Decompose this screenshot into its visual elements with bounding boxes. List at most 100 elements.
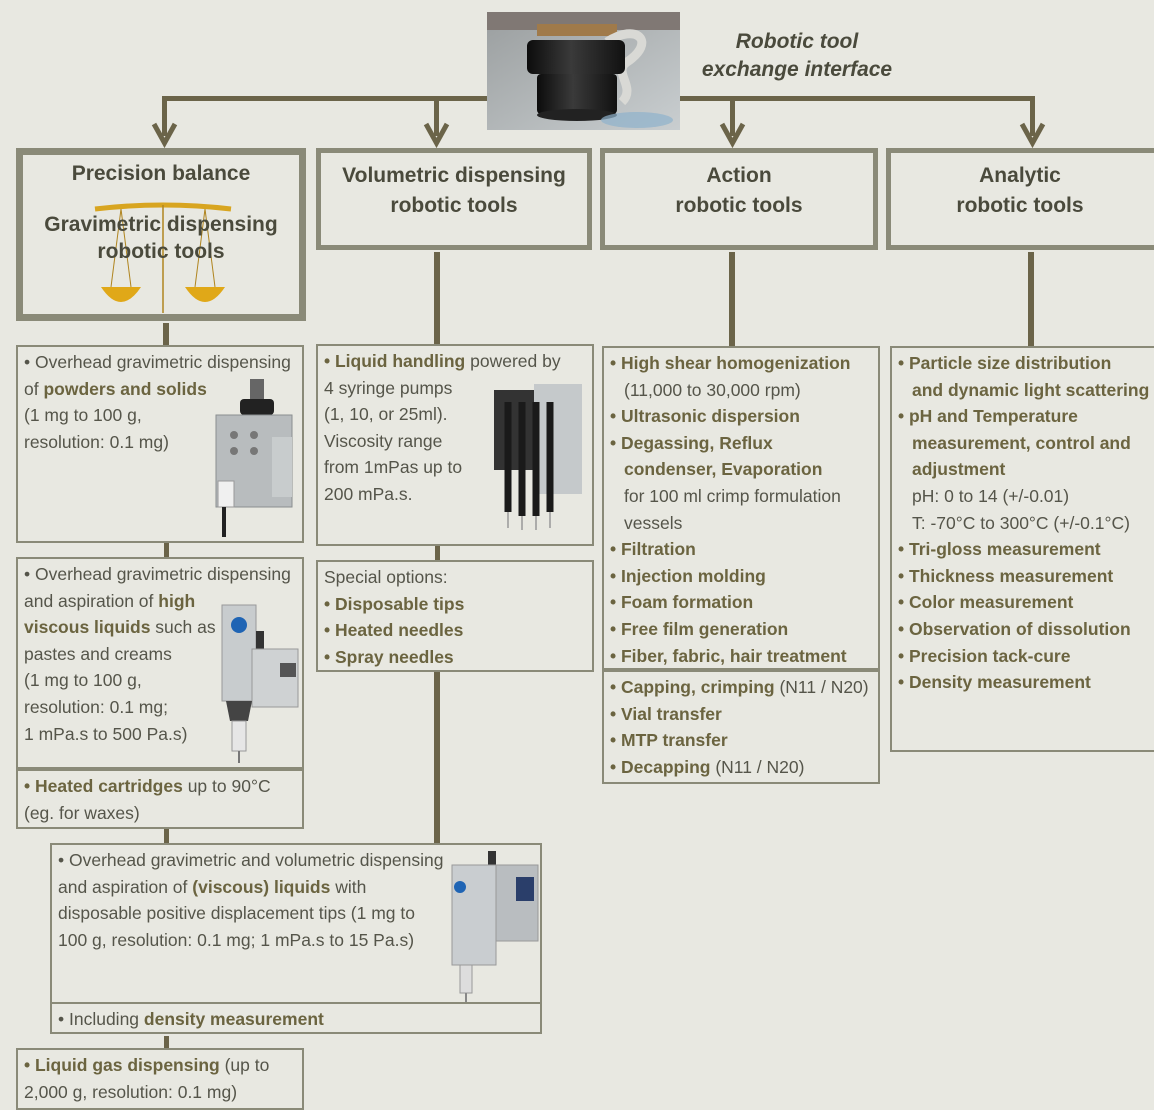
action-box-transfer: • Capping, crimping (N11 / N20) • Vial t… [602,670,880,784]
action1-line-e: condenser, Evaporation [624,459,823,480]
analytic1-line-m: • Density measurement [898,672,1091,693]
analytic-title-line-1: Analytic [979,164,1061,187]
analytic1-line-g: T: -70°C to 300°C (+/-0.1°C) [912,512,1130,533]
connector-grav-3-4 [164,829,169,843]
viscous-dispenser-photo [221,604,299,763]
grav-box-heated-cartridges: • Heated cartridges up to 90°C (eg. for … [16,769,304,829]
grav1-line-a: • Overhead gravimetric dispensing [24,352,291,372]
interface-label-line-2: exchange interface [701,58,893,81]
action1-line-c: • Ultrasonic dispersion [610,406,800,427]
grav4-line-b: and aspiration of (viscous) liquids with [58,876,367,897]
connector-vol-to-grav4 [434,671,440,843]
grav1-line-c: (1 mg to 100 g, [24,405,142,426]
grav4-line-d: 100 g, resolution: 0.1 mg; 1 mPa.s to 15… [58,929,415,950]
volumetric-title-line-2: robotic tools [390,194,518,217]
arrowhead-volumetric [423,122,450,149]
connector-precision-stem [163,323,169,345]
analytic1-line-h: • Tri-gloss measurement [898,539,1101,560]
analytic1-line-a: • Particle size distribution [898,353,1112,373]
analytic1-line-i: • Thickness measurement [898,565,1114,586]
analytic1-line-e: adjustment [912,459,1006,480]
vol2-title: Special options: [324,567,448,587]
action-box-main: • High shear homogenization (11,000 to 3… [602,346,880,670]
grav2-line-a: • Overhead gravimetric dispensing [24,564,291,584]
interface-label-line-1: Robotic tool [735,30,859,53]
grav5-line-a: • Liquid gas dispensing (up to [24,1055,270,1075]
grav2-line-c: viscous liquids such as [24,617,216,638]
precision-subtitle-line-1: Gravimetric dispensing [44,213,278,236]
connector-action-down [730,96,735,136]
vol-box-liquid-handling: • Liquid handling powered by 4 syringe p… [316,344,594,546]
analytic-title-line-2: robotic tools [956,194,1084,217]
balance-scale-icon [94,202,232,313]
grav2-line-d: pastes and creams [24,643,172,664]
grav-box-viscous-liquids-tips: • Overhead gravimetric and volumetric di… [50,843,542,1006]
arrowhead-precision [151,122,178,149]
arrowhead-action [719,122,746,149]
volumetric-title-line-1: Volumetric dispensing [342,164,566,187]
vol2-item-spray-needles: • Spray needles [324,646,454,667]
precision-title: Precision balance [71,162,251,185]
syringe-pump-photo [494,384,582,530]
action1-line-k: • Free film generation [610,618,789,639]
vol2-item-disposable-tips: • Disposable tips [324,593,465,614]
grav4-line-c: disposable positive displacement tips (1… [58,903,415,924]
action1-line-l: • Fiber, fabric, hair treatment [610,645,847,666]
interface-label: Robotic tool exchange interface [680,28,914,84]
analytic1-line-j: • Color measurement [898,592,1074,613]
vol-box-special-options: Special options: • Disposable tips • Hea… [316,560,594,672]
vol2-item-heated-needles: • Heated needles [324,620,464,641]
vol1-line-b: 4 syringe pumps [324,377,453,398]
connector-vol-1-2 [435,546,440,560]
grav2-line-f: resolution: 0.1 mg; [24,696,168,717]
action1-line-g: vessels [624,512,683,533]
connector-volumetric-down [434,96,439,136]
connector-analytic-stem [1028,252,1034,346]
grav-box-density-measurement: • Including density measurement [50,1002,542,1034]
header-volumetric: Volumetric dispensing robotic tools [316,148,592,250]
grav4-line-a: • Overhead gravimetric and volumetric di… [58,850,444,870]
connector-action-stem [729,252,735,346]
action2-line-a: • Capping, crimping (N11 / N20) [610,677,869,697]
action-title-line-1: Action [706,164,772,187]
action-title-line-2: robotic tools [675,194,803,217]
header-precision-balance: Precision balance Gravimetric dispensing… [16,148,306,321]
action2-line-d: • Decapping (N11 / N20) [610,756,805,777]
grav-box-viscous: • Overhead gravimetric dispensing and as… [16,557,304,769]
precision-subtitle: Gravimetric dispensing robotic tools [23,211,299,265]
grav2-line-b: and aspiration of high [24,590,196,611]
action1-line-h: • Filtration [610,539,696,560]
grav4-line-e: • Including density measurement [58,1009,324,1029]
grav-box-liquid-gas: • Liquid gas dispensing (up to 2,000 g, … [16,1048,304,1110]
analytic1-line-b: and dynamic light scattering [912,379,1150,400]
action1-line-b: (11,000 to 30,000 rpm) [624,379,801,400]
analytic1-line-c: • pH and Temperature [898,406,1078,427]
grav2-line-g: 1 mPa.s to 500 Pa.s) [24,723,188,744]
grav-box-powders: • Overhead gravimetric dispensing of pow… [16,345,304,543]
analytic1-line-l: • Precision tack-cure [898,645,1071,666]
connector-precision-down [162,96,167,136]
grav3-line-b: (eg. for waxes) [24,802,140,823]
arrowhead-analytic [1019,122,1046,149]
positive-displacement-dispenser-photo [451,851,539,1003]
analytic1-line-d: measurement, control and [912,432,1131,453]
connector-grav-1-2 [164,543,169,557]
header-action: Action robotic tools [600,148,878,250]
action1-line-f: for 100 ml crimp formulation [624,485,841,506]
vol1-line-a: • Liquid handling powered by [324,351,561,371]
connector-volumetric-stem [434,252,440,344]
grav3-line-a: • Heated cartridges up to 90°C [24,776,271,796]
precision-subtitle-line-2: robotic tools [97,240,225,263]
grav1-line-d: resolution: 0.1 mg) [24,431,169,452]
grav2-line-e: (1 mg to 100 g, [24,670,142,691]
vol1-line-f: 200 mPa.s. [324,483,413,504]
connector-grav-4-5 [164,1036,169,1048]
header-analytic: Analytic robotic tools [886,148,1154,250]
action1-line-j: • Foam formation [610,592,754,613]
grav5-line-b: 2,000 g, resolution: 0.1 mg) [24,1081,238,1102]
tool-exchange-interface-photo [487,12,680,130]
action2-line-c: • MTP transfer [610,730,728,751]
vol1-line-d: Viscosity range [324,430,443,451]
powder-dispenser-photo [215,379,293,537]
analytic-box-main: • Particle size distribution and dynamic… [890,346,1154,752]
